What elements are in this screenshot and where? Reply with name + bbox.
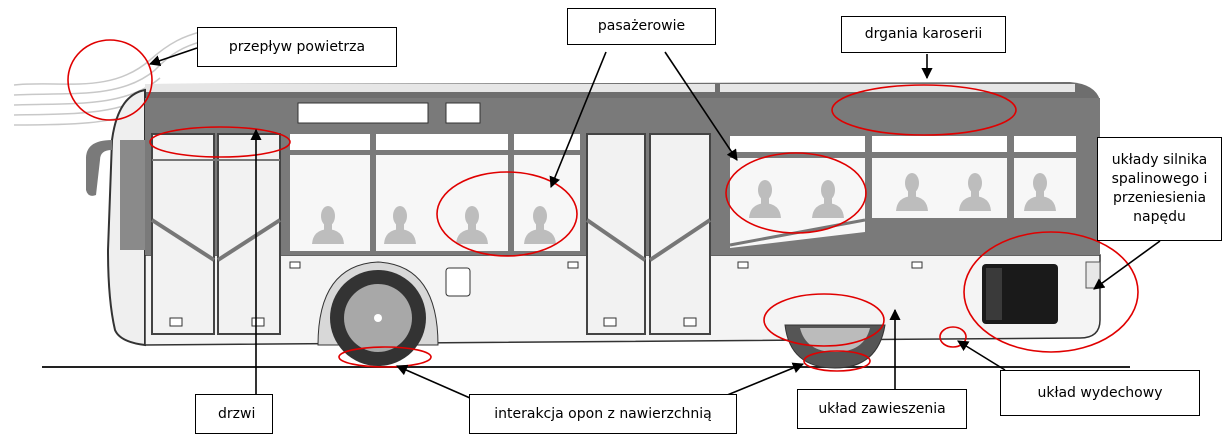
destination-sign-small — [445, 102, 481, 124]
label-doors-text: drzwi — [218, 405, 256, 422]
arrows — [148, 47, 1161, 399]
highlight-doors — [149, 126, 291, 158]
label-tire-road-text: interakcja opon z nawierzchnią — [494, 405, 712, 422]
middle-doors — [585, 133, 712, 335]
middle-windows — [290, 134, 580, 251]
highlight-engine — [963, 231, 1139, 353]
arrow-passengers-left — [549, 51, 607, 189]
label-body-vibration: drgania karoserii — [841, 16, 1006, 53]
label-doors: drzwi — [195, 394, 273, 434]
arrow-tire-front — [395, 364, 471, 399]
highlight-airflow — [67, 39, 153, 121]
highlight-passengers-middle — [436, 171, 578, 257]
arrow-passengers-right — [664, 51, 738, 161]
label-airflow-text: przepływ powietrza — [228, 38, 366, 55]
upper-band — [145, 98, 1100, 130]
label-tire-road: interakcja opon z nawierzchnią — [469, 394, 737, 434]
label-suspension-text: układ zawieszenia — [818, 400, 946, 417]
label-passengers: pasażerowie — [567, 8, 716, 45]
highlight-suspension — [763, 293, 885, 347]
label-airflow: przepływ powietrza — [197, 27, 397, 67]
arrow-engine — [1093, 240, 1161, 290]
bus — [85, 82, 1101, 369]
label-engine-systems-text: układy silnika spalinowego i przeniesien… — [1111, 152, 1208, 225]
arrow-airflow — [148, 47, 198, 67]
label-passengers-text: pasażerowie — [597, 18, 686, 35]
airflow-lines — [13, 31, 201, 126]
roof-highlight — [145, 84, 715, 92]
arrow-tire-rear — [719, 362, 805, 399]
highlight-ellipses — [67, 39, 1139, 372]
destination-sign — [297, 102, 429, 124]
rear-light — [1085, 261, 1101, 289]
label-suspension: układ zawieszenia — [797, 389, 967, 429]
label-exhaust-text: układ wydechowy — [1037, 384, 1163, 401]
side-mirror — [85, 140, 112, 196]
label-body-vibration-text: drgania karoserii — [864, 26, 983, 43]
highlight-exhaust — [939, 326, 967, 348]
arrow-exhaust — [957, 340, 1006, 371]
highlight-passengers-rear — [725, 152, 867, 234]
highlight-front-tire — [338, 346, 432, 368]
highlight-rear-tire — [803, 350, 871, 372]
front-doors — [150, 133, 282, 335]
highlight-body-vibration — [831, 84, 1017, 136]
label-engine-systems: układy silnika spalinowego i przeniesien… — [1097, 137, 1222, 241]
label-exhaust: układ wydechowy — [1000, 370, 1200, 416]
front-wheel — [317, 261, 439, 366]
